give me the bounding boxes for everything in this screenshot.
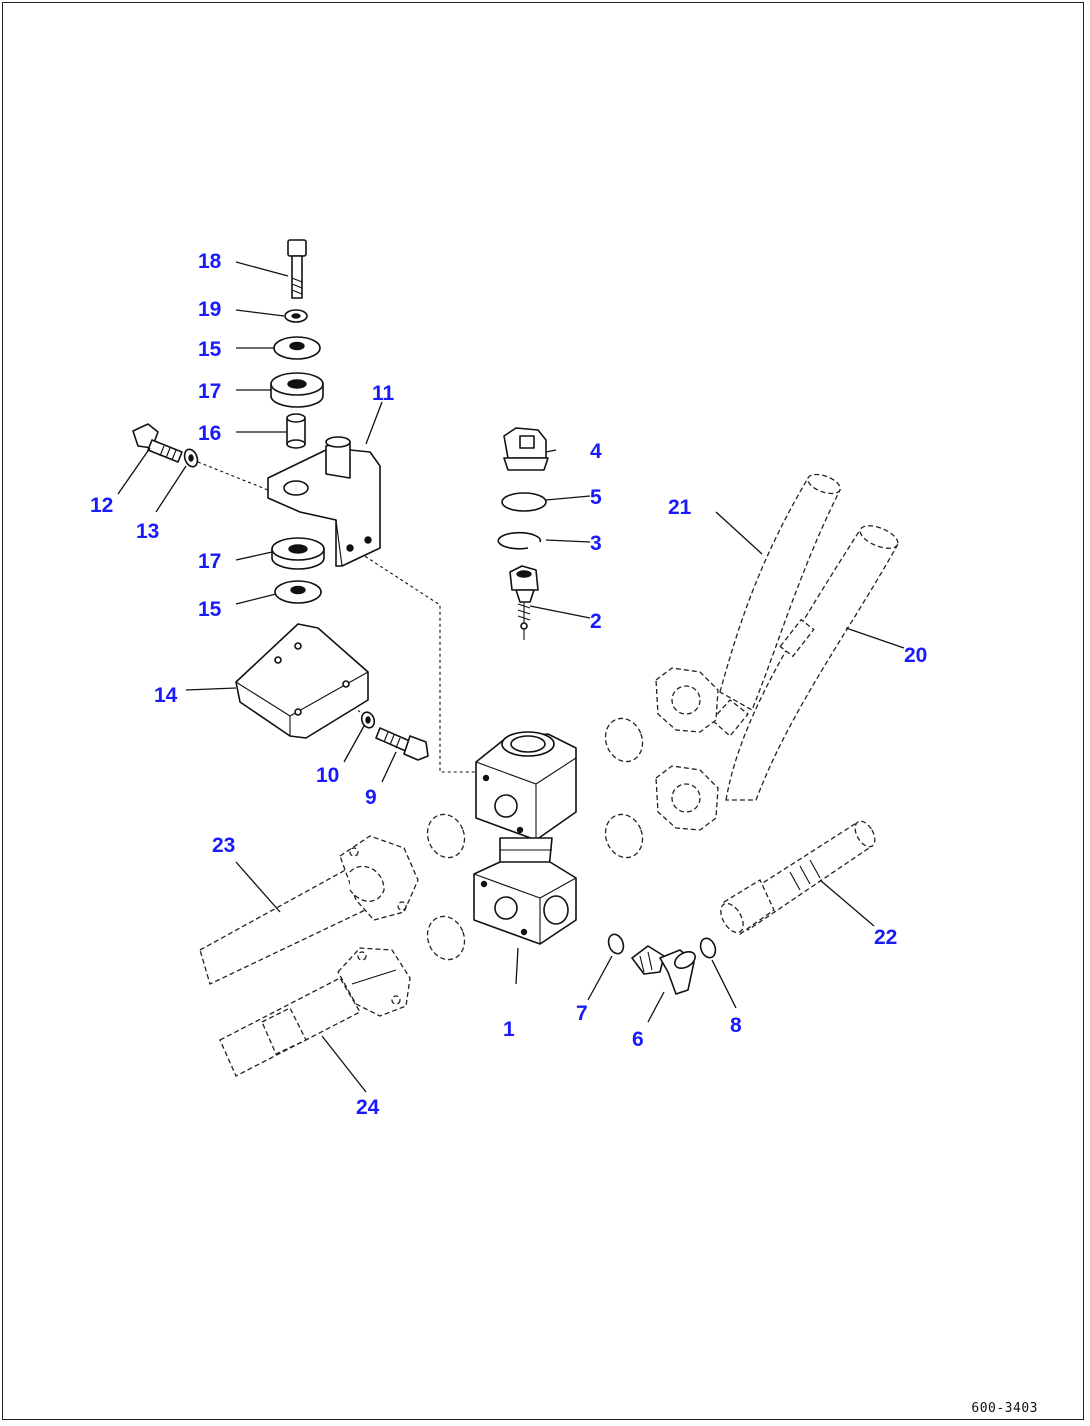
callout-18: 17: [198, 380, 221, 403]
part-18-cushion: [270, 372, 324, 408]
part-22-hose: [711, 473, 841, 737]
part-24-tube: [199, 835, 419, 985]
part-6-elbow: [631, 945, 696, 995]
callout-3: 3: [590, 532, 602, 555]
callout-24: 23: [212, 834, 235, 857]
part-5-o-ring: [501, 492, 547, 512]
callout-labels: 18 19 15 17 16 11 4 5 3 2 12 13 17 15 14…: [90, 250, 927, 1119]
part-11-bracket: [267, 436, 381, 567]
callout-20: 19: [198, 298, 221, 321]
callout-21: 20: [904, 644, 927, 667]
callout-14: 14: [154, 684, 178, 707]
part-21-hose: [725, 525, 899, 801]
callout-11: 11: [372, 382, 395, 405]
callout-6: 6: [632, 1028, 644, 1051]
part-16-collar: [286, 413, 306, 449]
callout-23: 22: [874, 926, 897, 949]
hose-flanges-right: [655, 667, 719, 831]
flange-seals: [426, 717, 644, 961]
leader-lines: [117, 261, 905, 1093]
part-3-snap-ring: [497, 531, 542, 550]
part-19-bolt: [287, 239, 307, 299]
part-12-bolt: [132, 423, 183, 463]
part-14-mount-plate: [235, 623, 369, 739]
callout-15-lower: 15: [198, 598, 222, 621]
part-2-valve: [509, 565, 539, 640]
callout-8: 8: [730, 1014, 742, 1037]
callout-13: 13: [136, 520, 159, 543]
callout-9: 9: [365, 786, 377, 809]
drawing-code: 600-3403: [971, 1401, 1038, 1416]
part-25-hose: [219, 947, 411, 1077]
part-9-bolt: [375, 727, 429, 761]
part-10-washer: [360, 711, 376, 729]
callout-1: 1: [503, 1018, 515, 1041]
part-1-valve-body: [473, 731, 577, 945]
callout-4: 4: [590, 440, 602, 463]
callout-25: 24: [356, 1096, 380, 1119]
callout-10: 10: [316, 764, 339, 787]
part-20-lock-washer: [284, 309, 308, 323]
part-15-plate-upper: [273, 336, 321, 360]
callout-19: 18: [198, 250, 222, 273]
callout-7: 7: [576, 1002, 588, 1025]
part-7-o-ring: [607, 933, 625, 955]
callout-22: 21: [668, 496, 692, 519]
callout-12: 12: [90, 494, 113, 517]
callout-16: 16: [198, 422, 221, 445]
callout-17: 17: [198, 550, 221, 573]
callout-15-upper: 15: [198, 338, 222, 361]
part-8-o-ring: [699, 937, 717, 959]
callout-2: 2: [590, 610, 602, 633]
part-4-plug: [503, 427, 549, 471]
part-13-washer: [183, 448, 199, 468]
part-17-cushion: [271, 537, 325, 570]
part-23-hose: [720, 820, 876, 935]
callout-5: 5: [590, 486, 602, 509]
part-15-plate-lower: [274, 580, 322, 604]
